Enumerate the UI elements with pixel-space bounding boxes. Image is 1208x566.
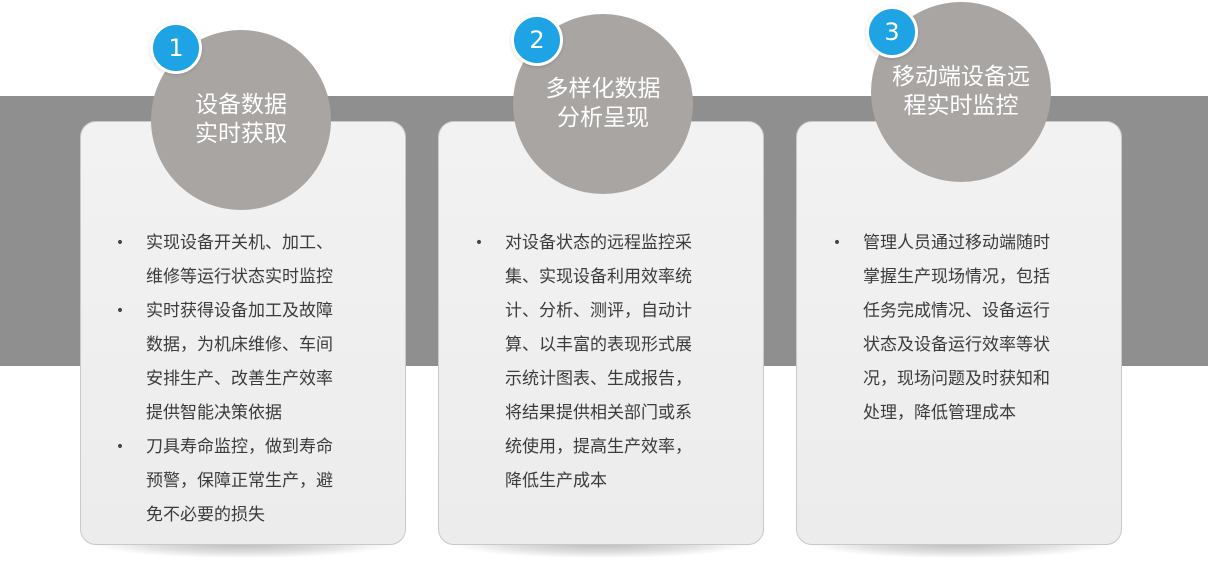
list-item-line: 统使用，提高生产效率， <box>505 437 692 457</box>
list-item-line: 实现设备开关机、加工、 <box>146 233 333 253</box>
list-item-line: 将结果提供相关部门或系 <box>505 403 692 423</box>
bullet-icon: • <box>474 235 484 251</box>
list-item-line: 况，现场问题及时获知和 <box>863 369 1050 389</box>
list-item-line: 对设备状态的远程监控采 <box>505 233 692 253</box>
number-badge-1: 1 <box>150 22 202 74</box>
list-item-line: 数据，为机床维修、车间 <box>146 335 333 355</box>
feature-title-3-line1: 移动端设备远 <box>892 64 1030 90</box>
bullet-icon: • <box>115 439 125 455</box>
list-item: • 刀具寿命监控，做到寿命 预警，保障正常生产，避 免不必要的损失 <box>114 430 333 532</box>
list-item-line: 实时获得设备加工及故障 <box>146 301 333 321</box>
number-badge-2: 2 <box>511 14 563 66</box>
list-item-line: 掌握生产现场情况，包括 <box>863 267 1050 287</box>
feature-title-2-line2: 分析呈现 <box>557 105 649 131</box>
number-badge-3: 3 <box>866 6 918 58</box>
feature-title-3-line2: 程实时监控 <box>903 93 1019 119</box>
list-item-line: 刀具寿命监控，做到寿命 <box>146 437 333 457</box>
list-item-line: 状态及设备运行效率等状 <box>863 335 1050 355</box>
list-item-line: 预警，保障正常生产，避 <box>146 471 333 491</box>
list-item-line: 示统计图表、生成报告， <box>505 369 692 389</box>
feature-title-1-line1: 设备数据 <box>195 92 287 118</box>
list-item-line: 处理，降低管理成本 <box>863 403 1016 423</box>
feature-card-3 <box>796 121 1122 545</box>
list-item-line: 安排生产、改善生产效率 <box>146 369 333 389</box>
list-item-line: 算、以丰富的表现形式展 <box>505 335 692 355</box>
list-item-line: 维修等运行状态实时监控 <box>146 267 333 287</box>
bullet-icon: • <box>115 235 125 251</box>
feature-title-1-line2: 实时获取 <box>195 121 287 147</box>
list-item: • 管理人员通过移动端随时 掌握生产现场情况，包括 任务完成情况、设备运行 状态… <box>831 226 1050 430</box>
feature-title-2-line1: 多样化数据 <box>545 76 661 102</box>
list-item-line: 计、分析、测评，自动计 <box>505 301 692 321</box>
list-item-line: 管理人员通过移动端随时 <box>863 233 1050 253</box>
bullet-icon: • <box>832 235 842 251</box>
feature-list-3: • 管理人员通过移动端随时 掌握生产现场情况，包括 任务完成情况、设备运行 状态… <box>831 226 1050 430</box>
feature-list-2: • 对设备状态的远程监控采 集、实现设备利用效率统 计、分析、测评，自动计 算、… <box>473 226 692 498</box>
list-item-line: 提供智能决策依据 <box>146 403 282 423</box>
list-item-line: 降低生产成本 <box>505 471 607 491</box>
list-item: • 对设备状态的远程监控采 集、实现设备利用效率统 计、分析、测评，自动计 算、… <box>473 226 692 498</box>
list-item-line: 集、实现设备利用效率统 <box>505 267 692 287</box>
list-item: • 实现设备开关机、加工、 维修等运行状态实时监控 <box>114 226 333 294</box>
list-item-line: 任务完成情况、设备运行 <box>863 301 1050 321</box>
list-item: • 实时获得设备加工及故障 数据，为机床维修、车间 安排生产、改善生产效率 提供… <box>114 294 333 430</box>
bullet-icon: • <box>115 303 125 319</box>
list-item-line: 免不必要的损失 <box>146 505 265 525</box>
feature-list-1: • 实现设备开关机、加工、 维修等运行状态实时监控 • 实时获得设备加工及故障 … <box>114 226 333 532</box>
